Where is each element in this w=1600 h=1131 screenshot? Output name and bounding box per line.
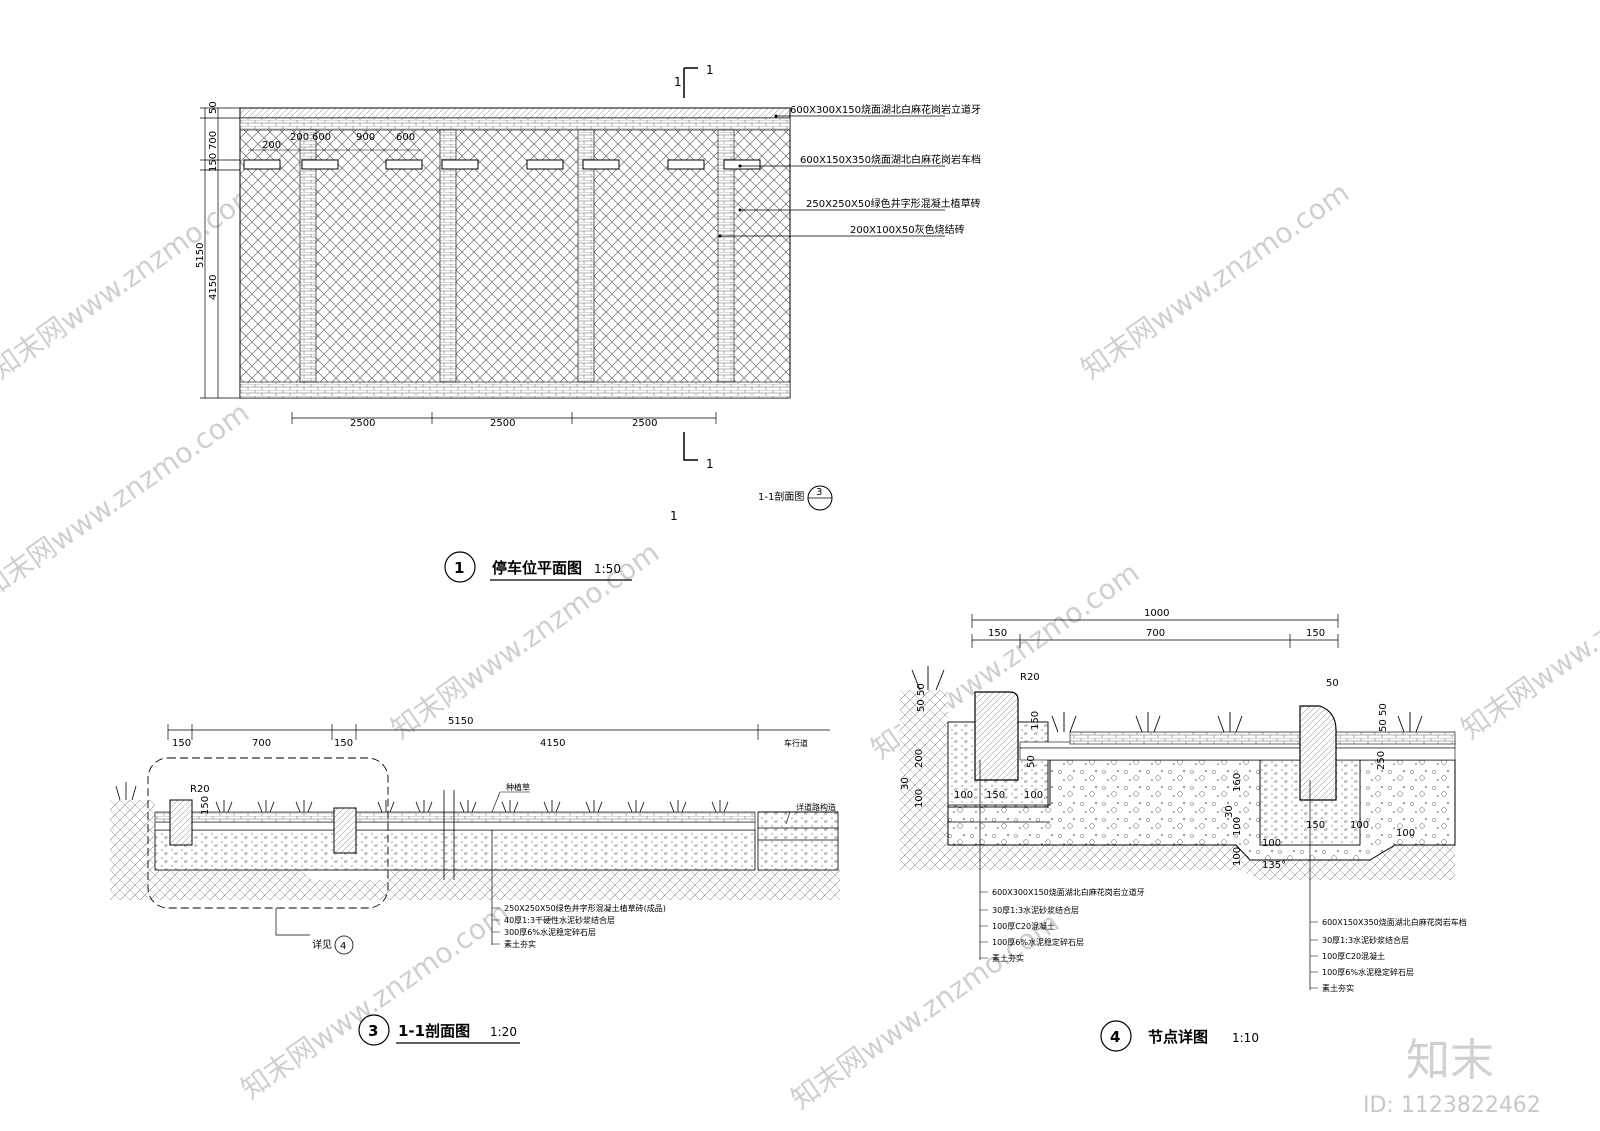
section-title-num: 3 bbox=[368, 1022, 378, 1040]
dim-label: 2500 bbox=[350, 418, 375, 429]
dim-label: 50 bbox=[916, 699, 927, 712]
dim-label: 50 bbox=[1378, 719, 1389, 732]
section-mark-label: 1 bbox=[674, 75, 682, 89]
detail-callout-left: 100厚C20混凝土 bbox=[992, 921, 1055, 931]
section-mark-label: 1 bbox=[706, 457, 714, 471]
angle-label: 135° bbox=[1262, 860, 1286, 871]
dim-label: 900 bbox=[356, 132, 375, 143]
dim-label: 200 bbox=[290, 132, 309, 143]
dim-label: 50 bbox=[1378, 703, 1389, 716]
section-ref-label: 1-1剖面图 bbox=[758, 490, 804, 503]
section-title: 1-1剖面图 bbox=[398, 1022, 470, 1040]
dim-label: 30 bbox=[1224, 805, 1235, 818]
plan-callout: 600X300X150烧面湖北白麻花岗岩立道牙 bbox=[790, 103, 981, 116]
dim-label: 100 bbox=[914, 789, 925, 808]
dim-label: 2500 bbox=[490, 418, 515, 429]
watermark-text: 知末网www.znzmo.com bbox=[0, 396, 255, 606]
dim-label: 车行道 bbox=[784, 738, 808, 748]
dim-label: 150 bbox=[1030, 711, 1041, 730]
node-detail: 1000 150 700 150 50 R20 150 50 bbox=[900, 608, 1467, 1052]
dim-label: 50 bbox=[1326, 678, 1339, 689]
detail-title: 节点详图 bbox=[1148, 1028, 1208, 1046]
dim-label: 100 bbox=[1232, 817, 1243, 836]
dim-label: 5150 bbox=[448, 716, 473, 727]
dim-label: 100 bbox=[1262, 838, 1281, 849]
detail-callout-right: 100厚6%水泥稳定碎石层 bbox=[1322, 967, 1414, 977]
section-1-1: 5150 150 700 150 4150 车行道 bbox=[110, 716, 840, 1046]
section-callout: 40厚1:3干硬性水泥砂浆结合层 bbox=[504, 915, 615, 925]
dim-label: 700 bbox=[1146, 628, 1165, 639]
dim-label: 250 bbox=[1376, 751, 1387, 770]
grass-row bbox=[115, 782, 729, 813]
detail-callout-right: 100厚C20混凝土 bbox=[1322, 951, 1385, 961]
dim-label: 150 bbox=[200, 796, 211, 815]
dim-label: 150 bbox=[334, 738, 353, 749]
dim-label: 600 bbox=[312, 132, 331, 143]
radius-label: R20 bbox=[1020, 672, 1040, 683]
dim-label: 4150 bbox=[208, 275, 219, 300]
dim-label: 200 bbox=[914, 749, 925, 768]
detail-callout-right: 600X150X350烧面湖北白麻花岗岩车档 bbox=[1322, 917, 1467, 927]
plan-title: 停车位平面图 bbox=[492, 559, 582, 577]
detail-ref-label: 详见 bbox=[312, 938, 332, 951]
dim-label: 50 bbox=[916, 683, 927, 696]
dim-label: 150 bbox=[208, 153, 219, 172]
detail-callout-left: 100厚6%水泥稳定碎石层 bbox=[992, 937, 1084, 947]
detail-title-num: 4 bbox=[1110, 1028, 1120, 1046]
section-callout: 素土夯实 bbox=[504, 939, 536, 949]
dim-label: 50 bbox=[208, 101, 219, 114]
section-callout: 250X250X50绿色井字形混凝土植草砖(成品) bbox=[504, 903, 666, 913]
section-mark-label: 1 bbox=[706, 63, 714, 77]
plan-scale: 1:50 bbox=[594, 562, 621, 576]
road-ref-label: 详道路构造 bbox=[796, 802, 836, 812]
parking-plan: 1 1 1 1 50 700 150 5150 4150 200 200 bbox=[195, 63, 981, 583]
dim-label: 700 bbox=[208, 131, 219, 150]
dim-label: 200 bbox=[262, 140, 281, 151]
detail-callout-left: 30厚1:3水泥砂浆结合层 bbox=[992, 905, 1079, 915]
detail-callout-right: 素土夯实 bbox=[1322, 983, 1354, 993]
dim-label: 100 bbox=[1232, 847, 1243, 866]
dim-label: 150 bbox=[986, 790, 1005, 801]
dim-label: 150 bbox=[172, 738, 191, 749]
plan-callout: 200X100X50灰色烧结砖 bbox=[850, 223, 965, 236]
dim-label: 100 bbox=[1024, 790, 1043, 801]
dim-label: 150 bbox=[1306, 820, 1325, 831]
dim-label: 4150 bbox=[540, 738, 565, 749]
watermark-text: 知末网www.znzmo.com bbox=[0, 176, 265, 386]
watermark-text: 知末网www.znzmo.com bbox=[1075, 176, 1355, 386]
dim-label: 100 bbox=[1396, 828, 1415, 839]
detail-scale: 1:10 bbox=[1232, 1031, 1259, 1045]
plan-title-num: 1 bbox=[454, 559, 464, 577]
detail-callout-left: 600X300X150烧面湖北白麻花岗岩立道牙 bbox=[992, 887, 1145, 897]
dim-label: 5150 bbox=[195, 243, 206, 268]
id-watermark: ID: 1123822462 bbox=[1363, 1093, 1541, 1118]
brand-watermark: 知末 bbox=[1406, 1035, 1494, 1086]
section-mark-label: 1 bbox=[670, 509, 678, 523]
dim-label: 150 bbox=[988, 628, 1007, 639]
dim-label: 100 bbox=[954, 790, 973, 801]
dim-label: 100 bbox=[1350, 820, 1369, 831]
dim-label: 2500 bbox=[632, 418, 657, 429]
dim-label: 30 bbox=[900, 777, 911, 790]
dim-label: 1000 bbox=[1144, 608, 1169, 619]
dim-label: 150 bbox=[1306, 628, 1325, 639]
dim-label: 160 bbox=[1232, 773, 1243, 792]
plan-callout: 600X150X350烧面湖北白麻花岗岩车档 bbox=[800, 153, 981, 166]
section-ref-num: 3 bbox=[816, 487, 822, 498]
watermark-text: 知末网www.znzmo.com bbox=[235, 896, 515, 1106]
detail-callout-right: 30厚1:3水泥砂浆结合层 bbox=[1322, 935, 1409, 945]
section-scale: 1:20 bbox=[490, 1025, 517, 1039]
plan-callout: 250X250X50绿色井字形混凝土植草砖 bbox=[806, 197, 981, 210]
grass-row bbox=[911, 666, 1423, 733]
section-callout: 300厚6%水泥稳定碎石层 bbox=[504, 927, 596, 937]
dim-label: 600 bbox=[396, 132, 415, 143]
detail-callout-left: 素土夯实 bbox=[992, 953, 1024, 963]
grass-label: 种植草 bbox=[506, 782, 530, 792]
dim-label: 700 bbox=[252, 738, 271, 749]
radius-label: R20 bbox=[190, 784, 210, 795]
detail-ref-num: 4 bbox=[340, 941, 346, 952]
watermark-text: 知末网www.znzmo.com bbox=[1455, 536, 1600, 746]
dim-label: 50 bbox=[1026, 755, 1037, 768]
